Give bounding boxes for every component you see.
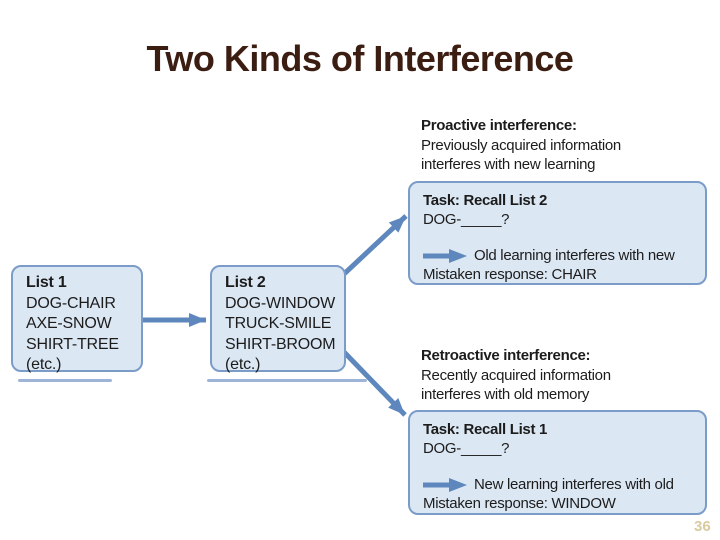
proactive-definition-line1: Previously acquired information <box>421 136 621 154</box>
task2-prompt: DOG-_____? <box>423 211 510 228</box>
list2-box-shadow-line <box>207 379 367 382</box>
right-arrow-icon <box>423 248 467 263</box>
list2-item: (etc.) <box>225 356 261 373</box>
task2-title: Task: Recall List 2 <box>423 192 548 209</box>
task1-note-line: New learning interferes with old <box>423 475 705 494</box>
proactive-definition: Proactive interference: Previously acqui… <box>421 116 621 175</box>
slide-title: Two Kinds of Interference <box>146 38 574 79</box>
list1-item: SHIRT-TREE <box>26 335 119 353</box>
list1-title: List 1 <box>26 274 67 291</box>
task2-note-line: Old learning interferes with new <box>423 246 705 265</box>
task1-mistake: Mistaken response: WINDOW <box>423 495 616 512</box>
retroactive-definition-line2: interferes with old memory <box>421 386 590 403</box>
task2-mistake: Mistaken response: CHAIR <box>423 266 597 283</box>
spacer <box>423 229 705 246</box>
retroactive-definition: Retroactive interference: Recently acqui… <box>421 346 611 405</box>
retroactive-definition-line1: Recently acquired information <box>421 366 611 384</box>
proactive-definition-line2: interferes with new learning <box>421 156 596 173</box>
arrow-list2-to-recall1-icon <box>342 350 407 417</box>
list2-title: List 2 <box>225 274 266 291</box>
list1-item: DOG-CHAIR <box>26 294 116 312</box>
list2-item: TRUCK-SMILE <box>225 315 332 332</box>
task1-prompt: DOG-_____? <box>423 440 510 457</box>
task-recall-list2-box: Task: Recall List 2 DOG-_____? Old learn… <box>408 181 707 285</box>
list1-item: AXE-SNOW <box>26 315 112 332</box>
arrow-list2-to-recall2-icon <box>342 214 408 276</box>
task2-note: Old learning interferes with new <box>474 247 675 264</box>
task-recall-list1-box: Task: Recall List 1 DOG-_____? New learn… <box>408 410 707 515</box>
task1-note: New learning interferes with old <box>474 476 674 493</box>
list2-box: List 2 DOG-WINDOW TRUCK-SMILE SHIRT-BROO… <box>210 265 346 373</box>
list2-item: SHIRT-BROOM <box>225 335 336 353</box>
task1-title: Task: Recall List 1 <box>423 421 548 438</box>
retroactive-heading: Retroactive interference: <box>421 347 591 364</box>
list2-item: DOG-WINDOW <box>225 294 335 312</box>
list1-box: List 1 DOG-CHAIR AXE-SNOW SHIRT-TREE (et… <box>11 265 143 373</box>
right-arrow-icon <box>423 477 467 492</box>
spacer <box>423 458 705 475</box>
list1-item: (etc.) <box>26 356 62 373</box>
list1-box-shadow-line <box>18 379 112 382</box>
proactive-heading: Proactive interference: <box>421 117 577 134</box>
page-number: 36 <box>694 518 711 535</box>
